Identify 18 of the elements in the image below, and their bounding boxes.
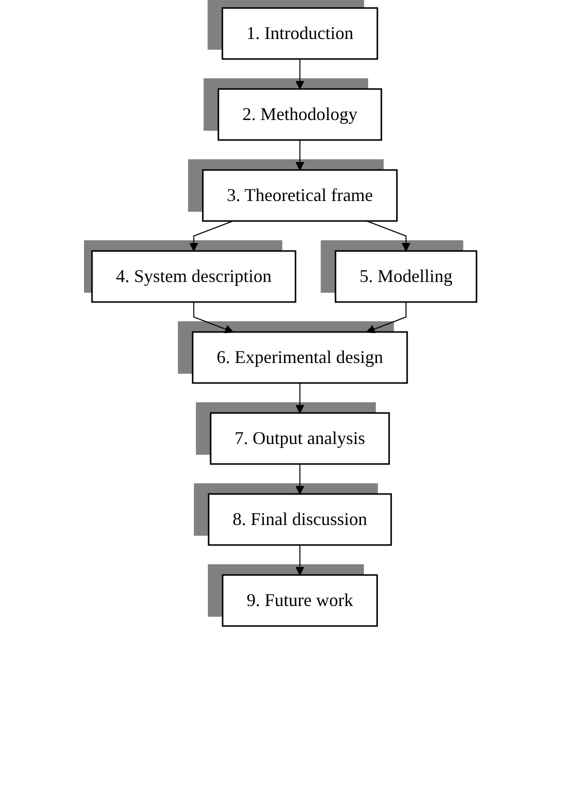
arrow <box>193 302 234 334</box>
arrow <box>189 220 234 252</box>
node-box: 4. System description <box>91 250 296 303</box>
node-box: 2. Methodology <box>217 88 382 141</box>
node-box: 9. Future work <box>222 574 378 627</box>
node-box: 5. Modelling <box>334 250 477 303</box>
node-box: 6. Experimental design <box>192 331 408 384</box>
arrow <box>295 58 304 90</box>
arrow <box>295 382 304 414</box>
node-box: 7. Output analysis <box>210 412 390 465</box>
node-box: 3. Theoretical frame <box>202 169 398 222</box>
arrow <box>366 220 410 252</box>
arrow <box>295 140 304 170</box>
arrow <box>366 302 406 334</box>
node-box: 8. Final discussion <box>208 493 392 546</box>
arrow <box>295 464 304 494</box>
arrow <box>295 544 304 576</box>
node-box: 1. Introduction <box>221 7 378 60</box>
